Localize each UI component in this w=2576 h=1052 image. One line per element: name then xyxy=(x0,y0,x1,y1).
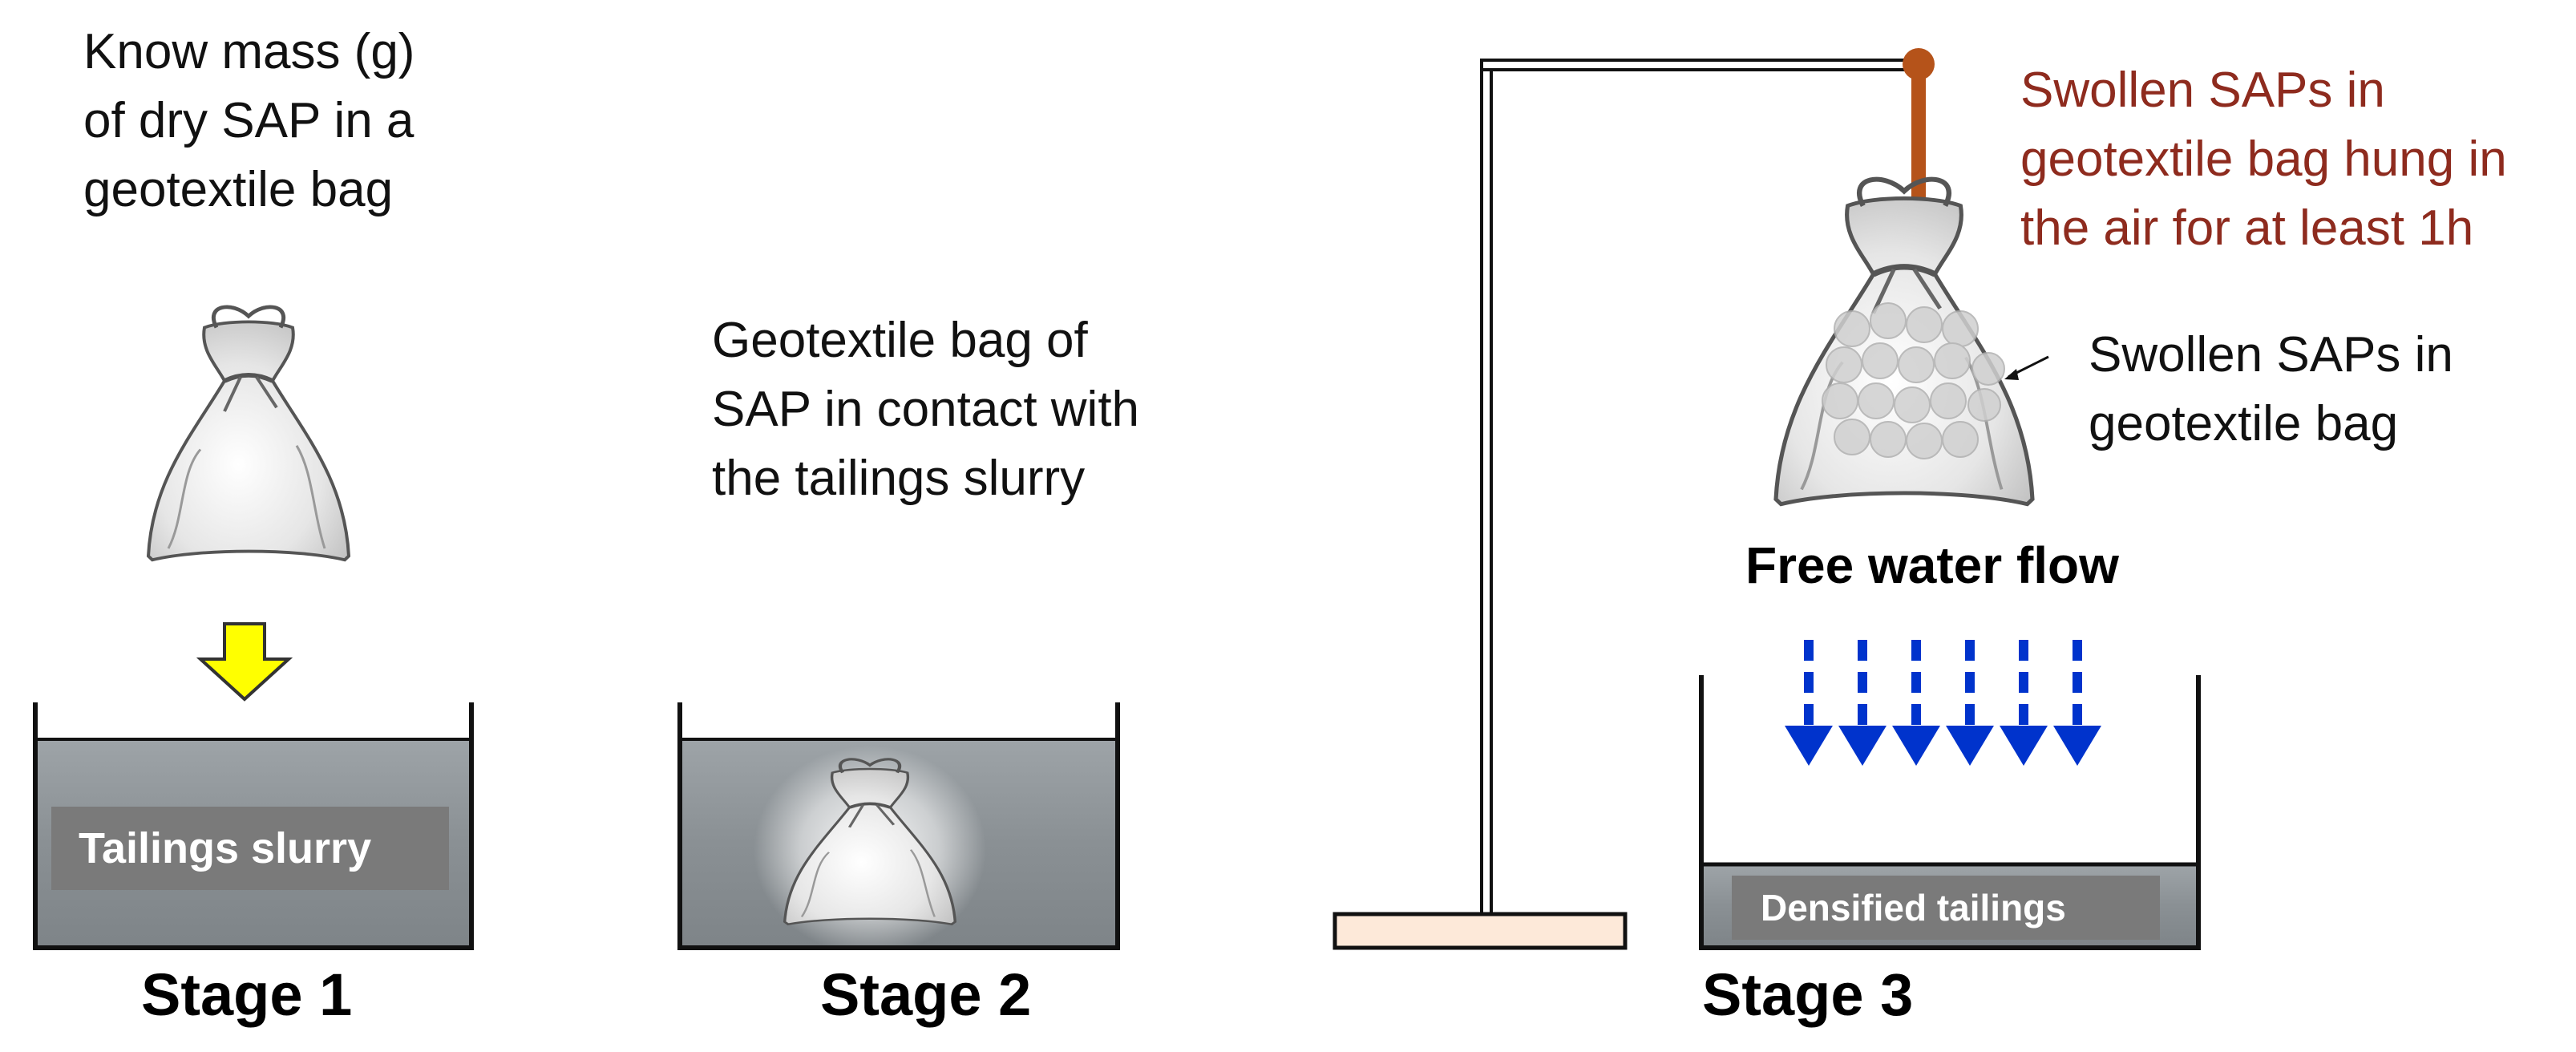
stage1-label: Stage 1 xyxy=(141,961,353,1028)
stage3-container xyxy=(1699,675,2201,950)
stage3-container-label: Densified tailings xyxy=(1732,876,2160,940)
stage1-bag-icon xyxy=(148,307,349,560)
stage3-bag-label: Swollen SAPs in geotextile bag xyxy=(2089,321,2453,459)
swollen-sap-beads xyxy=(1822,302,2005,459)
stage3-bag-icon xyxy=(1776,180,2032,504)
stage3-hung-note-line: Swollen SAPs in xyxy=(2020,63,2385,118)
stage3-container-label-text: Densified tailings xyxy=(1761,887,2066,929)
stage3-label: Stage 3 xyxy=(1702,961,1914,1028)
stage1-description-line: of dry SAP in a xyxy=(83,93,415,148)
stage1-description-line: geotextile bag xyxy=(83,162,394,217)
stage3-bag-label-line: Swollen SAPs in xyxy=(2089,327,2453,382)
stage1-container-label-text: Tailings slurry xyxy=(79,824,372,872)
hook-knob xyxy=(1903,48,1935,80)
stage3-hung-note-line: the air for at least 1h xyxy=(2020,200,2474,256)
stage2-description: Geotextile bag of SAP in contact with th… xyxy=(712,306,1139,513)
stage1-container xyxy=(33,702,474,950)
water-flow-arrows xyxy=(1785,640,2101,766)
stage2-description-line: the tailings slurry xyxy=(712,451,1086,506)
stand-icon xyxy=(1332,59,1920,950)
stage1-description: Know mass (g) of dry SAP in a geotextile… xyxy=(83,18,415,225)
stage2-label: Stage 2 xyxy=(820,961,1032,1028)
stage3-bag-label-line: geotextile bag xyxy=(2089,396,2399,451)
stage3-hung-note-line: geotextile bag hung in xyxy=(2020,132,2507,187)
flow-label: Free water flow xyxy=(1745,536,2119,594)
stage2-description-line: Geotextile bag of xyxy=(712,313,1088,368)
down-arrow-icon xyxy=(196,622,293,702)
stage1-container-label: Tailings slurry xyxy=(51,807,449,890)
stage2-container xyxy=(677,702,1120,950)
stage2-description-line: SAP in contact with xyxy=(712,382,1140,437)
stage3-hung-note: Swollen SAPs in geotextile bag hung in t… xyxy=(2020,56,2507,263)
stage1-description-line: Know mass (g) xyxy=(83,24,415,79)
